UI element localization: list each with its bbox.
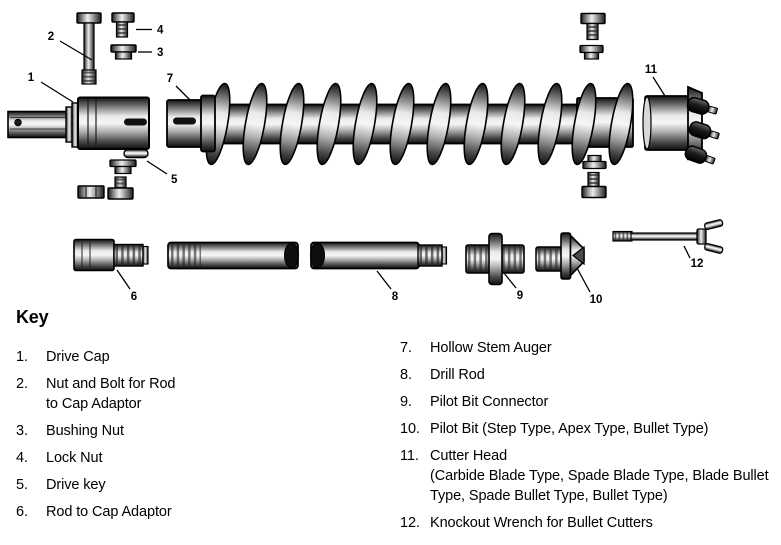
part-label-4: 4	[157, 25, 164, 37]
key-item-number: 11.	[400, 448, 419, 464]
nut-above-auger-end	[579, 44, 604, 60]
key-item-label: Nut and Bolt for Rod to Cap Adaptor	[46, 376, 176, 412]
key-item-number: 10.	[400, 421, 420, 437]
part-callout-9: 9	[503, 272, 523, 302]
bullet-cutter	[686, 96, 718, 115]
bolt-below	[107, 176, 134, 200]
key-item-12: 12. Knockout Wrench for Bullet Cutters	[400, 513, 775, 533]
drive-key	[123, 148, 149, 159]
key-column-left: 1. Drive Cap 2. Nut and Bolt for Rod to …	[16, 338, 400, 529]
key-item-number: 9.	[400, 394, 412, 410]
part-callout-2: 2	[48, 31, 93, 61]
part-callout-10: 10	[576, 267, 603, 306]
key-item-number: 1.	[16, 349, 28, 365]
drill-rod	[167, 241, 448, 270]
pilot-bit-connector	[465, 232, 525, 286]
key-item-number: 5.	[16, 477, 28, 493]
key-item-8: 8. Drill Rod	[400, 365, 775, 385]
key-item-label: Cutter Head (Carbide Blade Type, Spade B…	[430, 448, 769, 504]
key-item-1: 1. Drive Cap	[16, 347, 400, 367]
key-section: Key 1. Drive Cap 2. Nut and Bolt for Rod…	[16, 307, 775, 540]
part-label-8: 8	[392, 291, 399, 303]
part-callout-4: 4	[136, 25, 164, 37]
exploded-diagram: 1 2 4 3 5 7 11 6 8 9 10 12	[7, 12, 724, 306]
key-item-label: Rod to Cap Adaptor	[46, 504, 172, 520]
key-item-label: Bushing Nut	[46, 423, 124, 439]
part-callout-12: 12	[683, 245, 704, 270]
part-callout-8: 8	[376, 270, 399, 303]
bushing-nut	[110, 44, 137, 60]
key-item-number: 6.	[16, 504, 28, 520]
part-callout-3: 3	[138, 47, 163, 59]
key-item-5: 5. Drive key	[16, 475, 400, 495]
nut-below-auger-end	[582, 154, 607, 170]
bullet-cutter	[688, 121, 720, 140]
part-label-10: 10	[590, 294, 603, 306]
part-label-1: 1	[28, 72, 35, 84]
key-item-label: Drill Rod	[430, 367, 485, 383]
cutter-head	[642, 85, 720, 165]
key-item-number: 12.	[400, 515, 420, 531]
part-label-6: 6	[131, 291, 137, 303]
key-item-2: 2. Nut and Bolt for Rod to Cap Adaptor	[16, 374, 400, 414]
lock-nut-below	[77, 185, 105, 199]
key-item-number: 2.	[16, 376, 28, 392]
key-item-number: 4.	[16, 450, 28, 466]
key-item-number: 8.	[400, 367, 412, 383]
part-label-11: 11	[645, 64, 658, 76]
pilot-bit	[535, 232, 585, 280]
bolt-above-auger-end	[580, 12, 606, 41]
key-item-label: Knockout Wrench for Bullet Cutters	[430, 515, 653, 531]
lock-nut	[111, 12, 135, 38]
key-item-number: 3.	[16, 423, 28, 439]
part-label-12: 12	[691, 258, 704, 270]
key-item-6: 6. Rod to Cap Adaptor	[16, 502, 400, 522]
part-label-5: 5	[171, 174, 178, 186]
bolt-below-auger-end	[581, 171, 607, 199]
hollow-stem-auger	[166, 81, 639, 167]
auger-end-collar	[166, 94, 216, 153]
part-callout-5: 5	[146, 160, 178, 186]
rod-to-cap-adaptor	[73, 238, 149, 272]
key-item-label: Lock Nut	[46, 450, 103, 466]
key-column-right: 7. Hollow Stem Auger 8. Drill Rod 9. Pil…	[400, 338, 775, 540]
bushing-nut-below	[109, 159, 137, 175]
part-callout-6: 6	[116, 269, 137, 303]
drive-cap	[7, 96, 150, 150]
key-item-label: Pilot Bit (Step Type, Apex Type, Bullet …	[430, 421, 709, 437]
part-callout-7: 7	[167, 73, 191, 101]
rod-adaptor-bolt	[76, 12, 102, 85]
part-callout-1: 1	[28, 72, 74, 103]
key-item-3: 3. Bushing Nut	[16, 421, 400, 441]
bullet-cutter	[684, 145, 716, 165]
key-item-10: 10. Pilot Bit (Step Type, Apex Type, Bul…	[400, 419, 775, 439]
part-callout-11: 11	[645, 64, 666, 97]
key-item-label: Pilot Bit Connector	[430, 394, 549, 410]
key-item-7: 7. Hollow Stem Auger	[400, 338, 775, 358]
part-label-9: 9	[517, 290, 523, 302]
key-item-4: 4. Lock Nut	[16, 448, 400, 468]
key-item-label: Hollow Stem Auger	[430, 340, 552, 356]
key-heading: Key	[16, 307, 49, 327]
key-item-label: Drive key	[46, 477, 106, 493]
key-item-9: 9. Pilot Bit Connector	[400, 392, 775, 412]
part-label-2: 2	[48, 31, 54, 43]
part-label-3: 3	[157, 47, 163, 59]
key-item-11: 11. Cutter Head (Carbide Blade Type, Spa…	[400, 446, 775, 506]
knockout-wrench	[612, 219, 724, 254]
key-item-number: 7.	[400, 340, 412, 356]
part-label-7: 7	[167, 73, 173, 85]
key-item-label: Drive Cap	[46, 349, 110, 365]
